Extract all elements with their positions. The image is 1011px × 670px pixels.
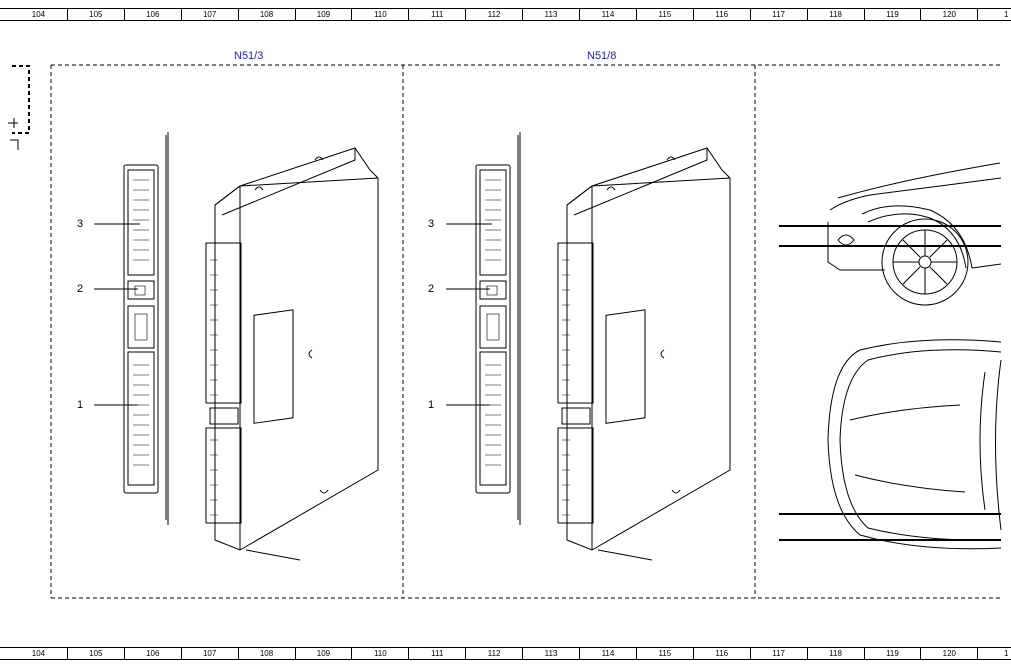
ruler-cell: 108 bbox=[237, 647, 295, 660]
ruler-cell: 118 bbox=[806, 8, 864, 21]
ruler-cell: 109 bbox=[294, 8, 352, 21]
ruler-cell: 119 bbox=[863, 647, 921, 660]
ruler-cell: 1 bbox=[977, 647, 1011, 660]
ruler-cell: 120 bbox=[920, 8, 977, 21]
ruler-cell: 113 bbox=[522, 647, 579, 660]
ruler-cell: 107 bbox=[180, 647, 238, 660]
ruler-cell: 120 bbox=[920, 647, 977, 660]
ruler-top-border bbox=[0, 8, 1011, 9]
ruler-cell: 114 bbox=[579, 647, 636, 660]
dashed-frame bbox=[50, 64, 1001, 599]
ecu-unit-right bbox=[475, 132, 731, 561]
ruler-cell: 115 bbox=[635, 8, 693, 21]
ruler-cell: 119 bbox=[863, 8, 921, 21]
ruler-bottom-border bbox=[0, 659, 1011, 660]
leader-lines-right bbox=[446, 223, 492, 406]
ruler-cell: 110 bbox=[351, 647, 408, 660]
callout-2-right: 2 bbox=[428, 283, 435, 295]
callout-1-right: 1 bbox=[428, 399, 435, 411]
left-edge-bracket bbox=[12, 65, 30, 134]
ruler-cell: 106 bbox=[123, 647, 181, 660]
ruler-cell: 108 bbox=[237, 8, 295, 21]
ruler-bottom-border bbox=[0, 20, 1011, 21]
ruler-cell: 113 bbox=[522, 8, 579, 21]
ecu-unit-left bbox=[123, 132, 379, 561]
ruler-cell: 109 bbox=[294, 647, 352, 660]
ruler-cell: 117 bbox=[749, 8, 807, 21]
callout-3-right: 3 bbox=[428, 218, 435, 230]
car-top-view bbox=[779, 339, 1002, 550]
ruler-cell: 105 bbox=[66, 647, 124, 660]
ruler-cell: 1 bbox=[977, 8, 1011, 21]
ruler-cell: 115 bbox=[635, 647, 693, 660]
callout-2-left: 2 bbox=[77, 283, 84, 295]
section-title-n51-8: N51/8 bbox=[587, 50, 617, 62]
callout-1-left: 1 bbox=[77, 399, 84, 411]
ruler-cell: 118 bbox=[806, 647, 864, 660]
ruler-top-border bbox=[0, 647, 1011, 648]
ruler-cell: 104 bbox=[31, 649, 46, 658]
car-side-view bbox=[779, 162, 1002, 306]
section-title-n51-3: N51/3 bbox=[234, 50, 264, 62]
ruler-cell: 111 bbox=[408, 8, 465, 21]
ruler-cell: 112 bbox=[465, 647, 522, 660]
ruler-cell: 104 bbox=[31, 10, 46, 19]
ruler-cell: 116 bbox=[692, 8, 750, 21]
ruler-cell: 112 bbox=[465, 8, 522, 21]
ruler-cell: 114 bbox=[579, 8, 636, 21]
ruler-cell: 106 bbox=[123, 8, 181, 21]
ruler-cell: 110 bbox=[351, 8, 408, 21]
callout-3-left: 3 bbox=[77, 218, 84, 230]
ruler-cell: 117 bbox=[749, 647, 807, 660]
ruler-cell: 111 bbox=[408, 647, 465, 660]
leader-lines-left bbox=[94, 223, 140, 406]
ruler-cell: 107 bbox=[180, 8, 238, 21]
ruler-cell: 116 bbox=[692, 647, 750, 660]
ruler-cell: 105 bbox=[66, 8, 124, 21]
left-edge-symbol bbox=[8, 118, 19, 150]
